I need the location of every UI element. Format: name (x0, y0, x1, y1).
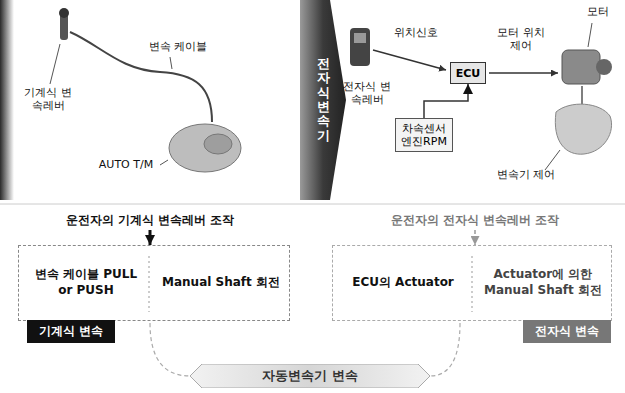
part-label: 전자식 변속레버 (338, 80, 396, 106)
part-label: 변속 케이블 (138, 40, 218, 53)
process-group: 전자식 변속ECU의 ActuatorActuator에 의한 Manual S… (332, 245, 612, 321)
part-label: 모터 (578, 5, 618, 18)
leader-line (545, 150, 560, 170)
connector-arrow (424, 84, 468, 118)
part-label: 기계식 변속레버 (20, 86, 76, 112)
node-text: Manual Shaft 회전 (162, 275, 280, 291)
node-text: 전자식 변속기 (317, 57, 330, 143)
leader-line (170, 57, 172, 69)
e-lever-icon (350, 28, 370, 66)
result-band-outline (190, 364, 430, 388)
node-text: 운전자의 기계식 변속레버 조작 (66, 212, 235, 229)
leader-line (50, 44, 60, 84)
gearbox-icon (555, 104, 611, 154)
node-text: 차속센서 엔진RPM (398, 122, 450, 148)
bracket (150, 323, 190, 376)
connector-arrow (149, 230, 152, 245)
e-lever-detail (354, 33, 366, 43)
signal-line (373, 50, 446, 70)
part-label: 위치신호 (386, 26, 446, 39)
node-text: ECU의 Actuator (352, 275, 454, 291)
lever-knob (59, 8, 69, 18)
control-line (489, 72, 558, 74)
node-text: Actuator에 의한 Manual Shaft 회전 (481, 267, 605, 298)
part-label: 모터 위치제어 (494, 26, 548, 52)
motor-link (581, 86, 583, 104)
node-text: 자동변속기 변속 (262, 367, 358, 385)
panel-edge (0, 0, 14, 200)
node-text: 변속 케이블 PULL or PUSH (27, 267, 145, 298)
motor-detail (596, 59, 612, 75)
group-tab: 기계식 변속 (27, 320, 115, 343)
bracket (430, 323, 460, 376)
process-step: Manual Shaft 회전 (159, 258, 283, 308)
separator (472, 256, 473, 312)
leader-line (160, 160, 168, 165)
sensor-box: 차속센서 엔진RPM (395, 118, 453, 152)
node-text: 운전자의 전자식 변속레버 조작 (391, 212, 560, 229)
process-step: 변속 케이블 PULL or PUSH (27, 258, 145, 308)
operation-text: 운전자의 기계식 변속레버 조작 (40, 210, 260, 230)
process-step: Actuator에 의한 Manual Shaft 회전 (481, 258, 605, 308)
operation-text: 운전자의 전자식 변속레버 조작 (350, 210, 600, 230)
transition-arrow-outline (300, 0, 346, 200)
transmission-icon (169, 124, 241, 172)
part-label: AUTO T/M (94, 158, 158, 171)
group-tab: 전자식 변속 (523, 320, 611, 343)
separator (149, 256, 150, 312)
part-label: 변속기 제어 (486, 168, 566, 181)
connector-arrow (474, 230, 476, 245)
node-text: ECU (456, 67, 481, 80)
leader-line (588, 23, 592, 47)
process-group: 기계식 변속변속 케이블 PULL or PUSHManual Shaft 회전 (18, 245, 290, 321)
motor-icon (562, 50, 600, 84)
divider (0, 204, 625, 205)
process-step: ECU의 Actuator (341, 258, 465, 308)
transition-arrow: 전자식 변속기 (300, 0, 346, 200)
transmission-detail (204, 134, 232, 154)
ecu-box: ECU (450, 62, 486, 84)
result-band: 자동변속기 변속 (190, 364, 430, 388)
